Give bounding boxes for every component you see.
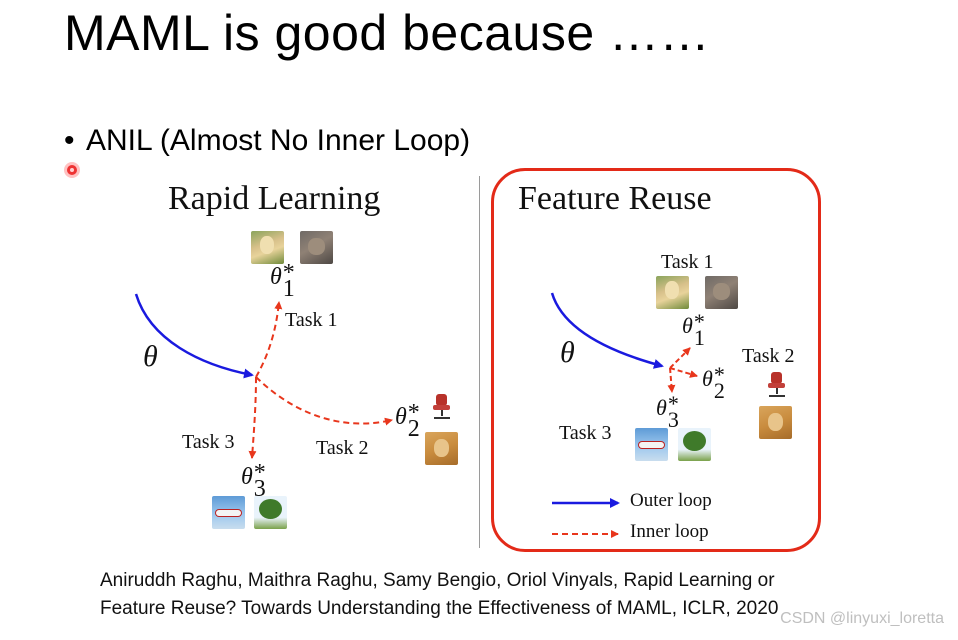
index-sub: 3 [667, 407, 679, 432]
star-sup: * [667, 391, 679, 416]
watermark: CSDN @linyuxi_loretta [780, 610, 944, 627]
index-sub: 1 [282, 276, 295, 302]
left-theta: θ [143, 340, 158, 373]
right-task2-label: Task 2 [742, 345, 795, 367]
left-theta-star-2: θ*2 [395, 400, 420, 442]
laser-pointer [67, 165, 77, 175]
right-task2-arrow [669, 367, 698, 378]
airplane-thumbnail [635, 428, 668, 461]
chair-thumbnail [768, 372, 785, 397]
right-theta-star-1: θ*1 [682, 309, 705, 350]
bullet-text: ANIL (Almost No Inner Loop) [86, 124, 471, 157]
legend-outer-label: Outer loop [630, 490, 712, 511]
star-sup: * [282, 260, 295, 286]
dog-thumbnail [251, 231, 284, 264]
star-sup: * [693, 309, 705, 334]
right-task3-label: Task 3 [559, 422, 612, 444]
index-sub: 1 [693, 325, 705, 350]
theta-symbol: θ [656, 395, 667, 420]
chair-thumbnail [433, 394, 450, 419]
tree-thumbnail [678, 428, 711, 461]
lion-thumbnail [759, 406, 792, 439]
theta-symbol: θ [395, 404, 407, 430]
left-theta-star-1: θ*1 [270, 260, 295, 302]
citation-line-1: Aniruddh Raghu, Maithra Raghu, Samy Beng… [100, 570, 775, 591]
left-task3-arrow [248, 376, 257, 459]
cat-thumbnail [300, 231, 333, 264]
cat-thumbnail [705, 276, 738, 309]
index-sub: 3 [253, 476, 266, 502]
slide-title: MAML is good because …… [64, 5, 711, 61]
theta-symbol: θ [702, 366, 713, 391]
right-panel-title: Feature Reuse [518, 180, 712, 217]
citation-line-2: Feature Reuse? Towards Understanding the… [100, 598, 779, 619]
airplane-thumbnail [212, 496, 245, 529]
bullet-marker: • [64, 124, 75, 157]
theta-symbol: θ [682, 313, 693, 338]
right-task3-arrow [667, 367, 676, 393]
left-task2-arrow [255, 376, 393, 426]
left-task1-label: Task 1 [285, 309, 338, 331]
bullet-item: • ANIL (Almost No Inner Loop) [64, 124, 470, 158]
index-sub: 2 [713, 378, 725, 403]
left-task1-arrow [255, 301, 283, 378]
left-theta-star-3: θ*3 [241, 460, 266, 502]
right-outer-loop-arrow [550, 292, 664, 369]
feature-reuse-highlight-box [491, 168, 821, 552]
dog-thumbnail [656, 276, 689, 309]
panel-divider [479, 176, 480, 548]
left-outer-loop-arrow [134, 293, 254, 379]
star-sup: * [407, 400, 420, 426]
theta-symbol: θ [241, 464, 253, 490]
left-task3-label: Task 3 [182, 431, 235, 453]
lion-thumbnail [425, 432, 458, 465]
tree-thumbnail [254, 496, 287, 529]
right-theta: θ [560, 336, 575, 369]
index-sub: 2 [407, 416, 420, 442]
star-sup: * [713, 362, 725, 387]
right-theta-star-2: θ*2 [702, 362, 725, 403]
star-sup: * [253, 460, 266, 486]
citation: Aniruddh Raghu, Maithra Raghu, Samy Beng… [100, 567, 778, 623]
theta-symbol: θ [270, 264, 282, 290]
right-task1-label: Task 1 [661, 251, 714, 273]
right-task1-arrow [669, 347, 691, 369]
right-theta-star-3: θ*3 [656, 391, 679, 432]
left-panel-title: Rapid Learning [168, 180, 381, 217]
left-task2-label: Task 2 [316, 437, 369, 459]
legend-inner-label: Inner loop [630, 521, 709, 542]
